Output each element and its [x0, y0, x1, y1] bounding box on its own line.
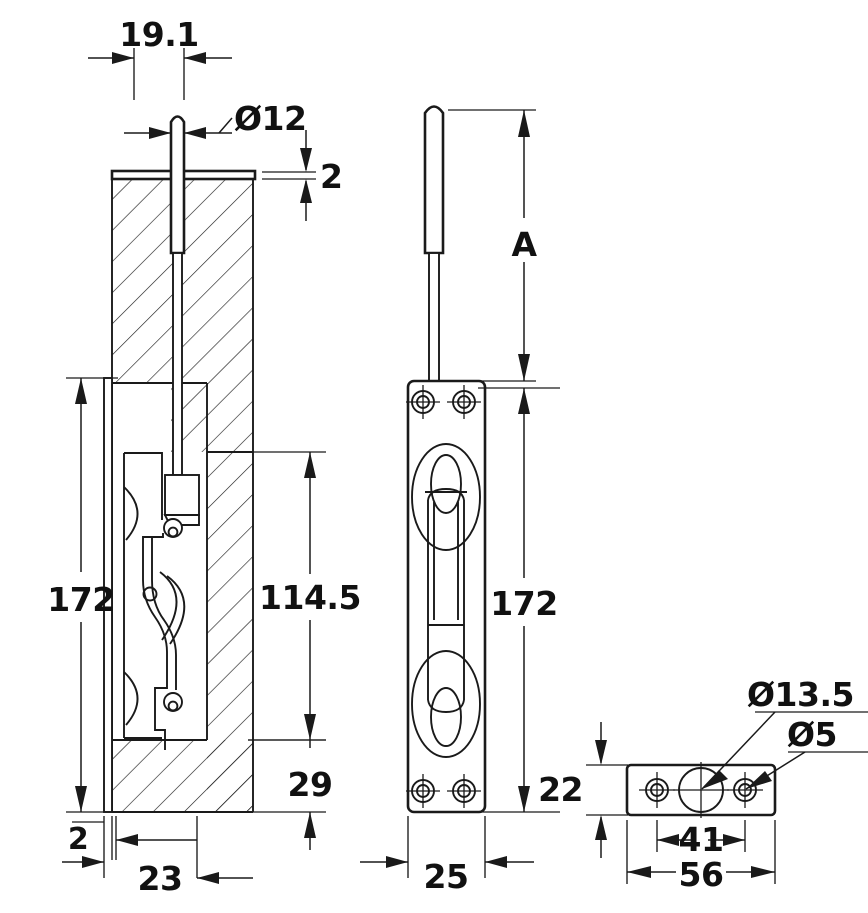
sliding-bolt: [425, 488, 467, 713]
upper-oval-recess: [411, 443, 481, 551]
dimension-strike-hole-spacing: 41: [656, 820, 746, 859]
dim-label-strike-width: 56: [679, 855, 724, 894]
leader-strike-screw: Ø5: [745, 715, 868, 790]
dim-label-pin-diameter: Ø12: [234, 99, 306, 138]
dimension-faceplate-offset: 2: [62, 816, 113, 878]
dimension-section-height: 172: [47, 377, 118, 813]
dim-label-section-height: 172: [47, 580, 114, 619]
dimension-strike-height: 22: [538, 722, 628, 858]
dimension-front-width: 25: [360, 816, 534, 896]
dim-label-front-height: 172: [490, 584, 557, 623]
screw-bottom-left: [406, 774, 440, 808]
dimension-pocket-height: 114.5: [248, 451, 361, 741]
strike-plate-view: Ø13.5 Ø5 22 41: [538, 675, 868, 894]
dim-label-front-width: 25: [424, 857, 469, 896]
actuating-pin: [169, 115, 186, 476]
lower-oval-recess: [411, 650, 481, 758]
dim-label-strike-hole-spacing: 41: [679, 820, 724, 859]
dimension-pin-diameter: Ø12: [124, 99, 307, 139]
section-view: 19.1 Ø12 2 172: [47, 15, 361, 898]
lever-head: [423, 105, 445, 255]
dim-label-19-1: 19.1: [119, 15, 198, 54]
strike-bore-hole: [673, 762, 729, 818]
dim-label-faceplate-offset: 2: [68, 822, 88, 857]
dimension-plate-thickness: 2: [262, 130, 343, 221]
dimension-a: A: [448, 109, 538, 382]
dim-label-strike-screw: Ø5: [787, 715, 837, 754]
dim-label-bottom-offset: 29: [288, 765, 333, 804]
strike-screw-hole-right: [727, 772, 763, 808]
dimension-19-1: 19.1: [88, 15, 232, 100]
connecting-rod: [428, 252, 440, 382]
leader-strike-bore: Ø13.5: [701, 675, 868, 790]
dim-label-section-depth: 23: [138, 859, 183, 898]
dimension-strike-width: 56: [626, 820, 776, 894]
screw-bottom-right: [447, 774, 481, 808]
dim-label-pocket-height: 114.5: [259, 578, 361, 617]
strike-screw-hole-left: [639, 772, 675, 808]
face-plate: [406, 379, 487, 814]
dimension-section-depth: 23: [115, 816, 253, 898]
dim-label-a: A: [511, 225, 537, 264]
dimension-front-height: 172: [478, 387, 560, 813]
dim-label-plate-thickness: 2: [320, 157, 342, 196]
screw-top-left: [406, 385, 440, 419]
dim-label-strike-bore: Ø13.5: [747, 675, 854, 714]
bolt-mechanism: [103, 377, 200, 813]
screw-top-right: [447, 385, 481, 419]
front-view: A 172 25: [360, 105, 560, 896]
dim-label-strike-height: 22: [538, 770, 583, 809]
dimension-bottom-offset: 29: [248, 739, 333, 850]
